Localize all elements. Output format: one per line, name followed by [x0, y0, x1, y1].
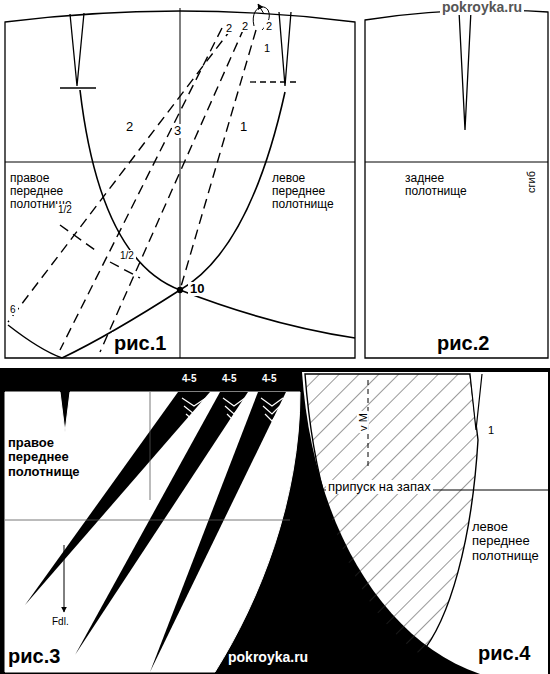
dimension: 4-5 — [222, 373, 236, 384]
cut-spread-panel — [5, 392, 300, 672]
point-number: 6 — [8, 304, 18, 315]
figure-label: рис.1 — [112, 332, 168, 354]
dimension: 4-5 — [182, 373, 196, 384]
figure-label: рис.3 — [8, 645, 60, 667]
figure-label: рис.4 — [478, 642, 530, 664]
allowance-label: припуск на запах — [326, 480, 433, 494]
watermark: pokroyka.ru — [228, 650, 308, 665]
front-panel-drawing — [5, 4, 355, 358]
panel-label: заднее полотнище — [405, 172, 485, 198]
dimension: 4-5 — [262, 373, 276, 384]
dimension: 1/2 — [118, 250, 136, 261]
panel-label: левое переднее полотнище — [272, 172, 352, 212]
panel-label: правое переднее полотнище — [10, 172, 90, 212]
panel-label: правое переднее полотнище — [8, 436, 100, 479]
dimension: 1/2 — [56, 204, 74, 215]
callout-number: 2 — [240, 20, 250, 32]
callout-number: 1 — [262, 42, 272, 54]
dimension: v M — [357, 411, 369, 433]
black-ground — [0, 368, 550, 674]
panel-label: левое переднее полотнище — [472, 520, 546, 563]
callout-number: 2 — [124, 120, 135, 134]
watermark: pokroyka.ru — [440, 0, 524, 15]
callout-number: 3 — [172, 124, 183, 138]
note: Fdl. — [50, 616, 71, 627]
back-panel-drawing — [365, 10, 548, 358]
fold-label: сгиб — [525, 171, 537, 193]
figure-label: рис.2 — [435, 332, 491, 354]
callout-number: 1 — [486, 424, 496, 436]
callout-number: 2 — [264, 20, 274, 32]
callout-number: 1 — [238, 120, 249, 134]
overlap-panel — [302, 372, 548, 674]
point-number: 10 — [188, 282, 206, 296]
callout-number: 2 — [224, 22, 234, 34]
